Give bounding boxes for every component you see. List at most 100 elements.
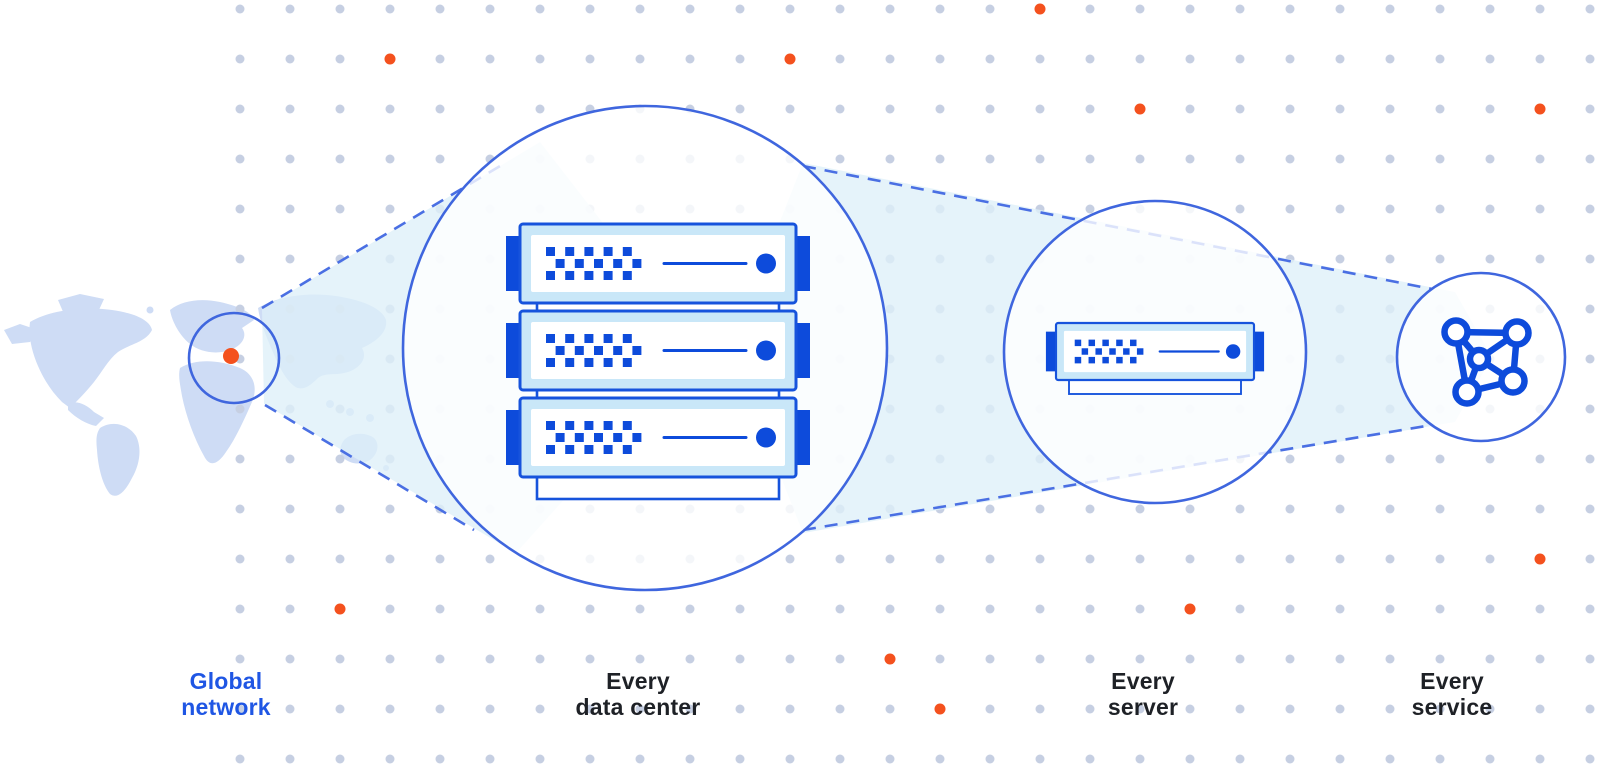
grid-dot (285, 504, 295, 514)
grid-dot (635, 704, 645, 714)
grid-dot (785, 554, 795, 564)
grid-dot (1185, 654, 1195, 664)
grid-dot (235, 604, 245, 614)
grid-dot (1535, 504, 1545, 514)
grid-dot (535, 654, 545, 664)
grid-dot (285, 104, 295, 114)
grid-dot (335, 154, 345, 164)
grid-dot (985, 704, 995, 714)
grid-dot (485, 704, 495, 714)
grid-dot (1485, 604, 1495, 614)
grid-dot (585, 4, 595, 14)
grid-dot (985, 604, 995, 614)
grid-dot (885, 154, 895, 164)
grid-dot (1585, 54, 1595, 64)
grid-dot (235, 154, 245, 164)
grid-dot (485, 554, 495, 564)
server-light (756, 427, 776, 448)
grid-dot (285, 254, 295, 264)
grid-dot (1035, 504, 1045, 514)
grid-dot (1185, 54, 1195, 64)
grid-dot (235, 654, 245, 664)
grid-dot (1235, 54, 1245, 64)
grid-dot (1335, 454, 1345, 464)
grid-dot (285, 4, 295, 14)
grid-dot (1235, 554, 1245, 564)
grid-dot (785, 754, 795, 764)
grid-dot (1135, 554, 1145, 564)
grid-dot (1235, 104, 1245, 114)
grid-dot (1385, 104, 1395, 114)
grid-dot (1235, 704, 1245, 714)
server-ear-right (794, 410, 810, 465)
grid-dot (1485, 254, 1495, 264)
grid-dot (1535, 4, 1545, 14)
grid-dot (1435, 104, 1445, 114)
grid-dot (385, 104, 395, 114)
grid-dot (1135, 604, 1145, 614)
grid-dot (285, 754, 295, 764)
grid-dot (385, 604, 395, 614)
grid-dot (1135, 654, 1145, 664)
server-light (756, 253, 776, 274)
grid-dot (735, 654, 745, 664)
grid-dot (1585, 504, 1595, 514)
grid-dot (885, 4, 895, 14)
grid-dot (1285, 154, 1295, 164)
grid-dot (1535, 204, 1545, 214)
orange-grid-dot (1134, 103, 1146, 115)
grid-dot (1585, 4, 1595, 14)
grid-dot (1485, 104, 1495, 114)
mesh-node (1498, 366, 1528, 396)
grid-dot (335, 504, 345, 514)
grid-dot (835, 754, 845, 764)
mesh-center-node (1466, 346, 1492, 372)
grid-dot (1335, 704, 1345, 714)
orange-grid-dot (784, 53, 796, 65)
grid-dot (1285, 654, 1295, 664)
grid-dot (1235, 154, 1245, 164)
grid-dot (1385, 654, 1395, 664)
grid-dot (835, 54, 845, 64)
grid-dot (735, 604, 745, 614)
grid-dot (885, 54, 895, 64)
grid-dot (585, 754, 595, 764)
grid-dot (1085, 754, 1095, 764)
grid-dot (1535, 54, 1545, 64)
grid-dot (1185, 504, 1195, 514)
grid-dot (1335, 204, 1345, 214)
grid-dot (735, 54, 745, 64)
grid-dot (235, 504, 245, 514)
grid-dot (1585, 454, 1595, 464)
grid-dot (1085, 104, 1095, 114)
grid-dot (685, 4, 695, 14)
grid-dot (1485, 554, 1495, 564)
grid-dot (1485, 204, 1495, 214)
grid-dot (235, 704, 245, 714)
grid-dot (985, 554, 995, 564)
grid-dot (585, 54, 595, 64)
grid-dot (1435, 504, 1445, 514)
grid-dot (335, 704, 345, 714)
server-face (531, 409, 785, 466)
grid-dot (1385, 54, 1395, 64)
server-ear-right (1252, 331, 1265, 372)
grid-dot (1485, 704, 1495, 714)
grid-dot (885, 104, 895, 114)
grid-dot (985, 754, 995, 764)
label-line: data center (575, 694, 701, 720)
grid-dot (585, 704, 595, 714)
grid-dot (335, 754, 345, 764)
grid-dot (885, 554, 895, 564)
grid-dot (435, 4, 445, 14)
grid-dot (985, 654, 995, 664)
grid-dot (1185, 4, 1195, 14)
grid-dot (485, 604, 495, 614)
grid-dot (985, 504, 995, 514)
server-ear-right (794, 236, 810, 291)
grid-dot (1585, 404, 1595, 414)
grid-dot (485, 754, 495, 764)
grid-dot (235, 104, 245, 114)
grid-dot (1085, 504, 1095, 514)
